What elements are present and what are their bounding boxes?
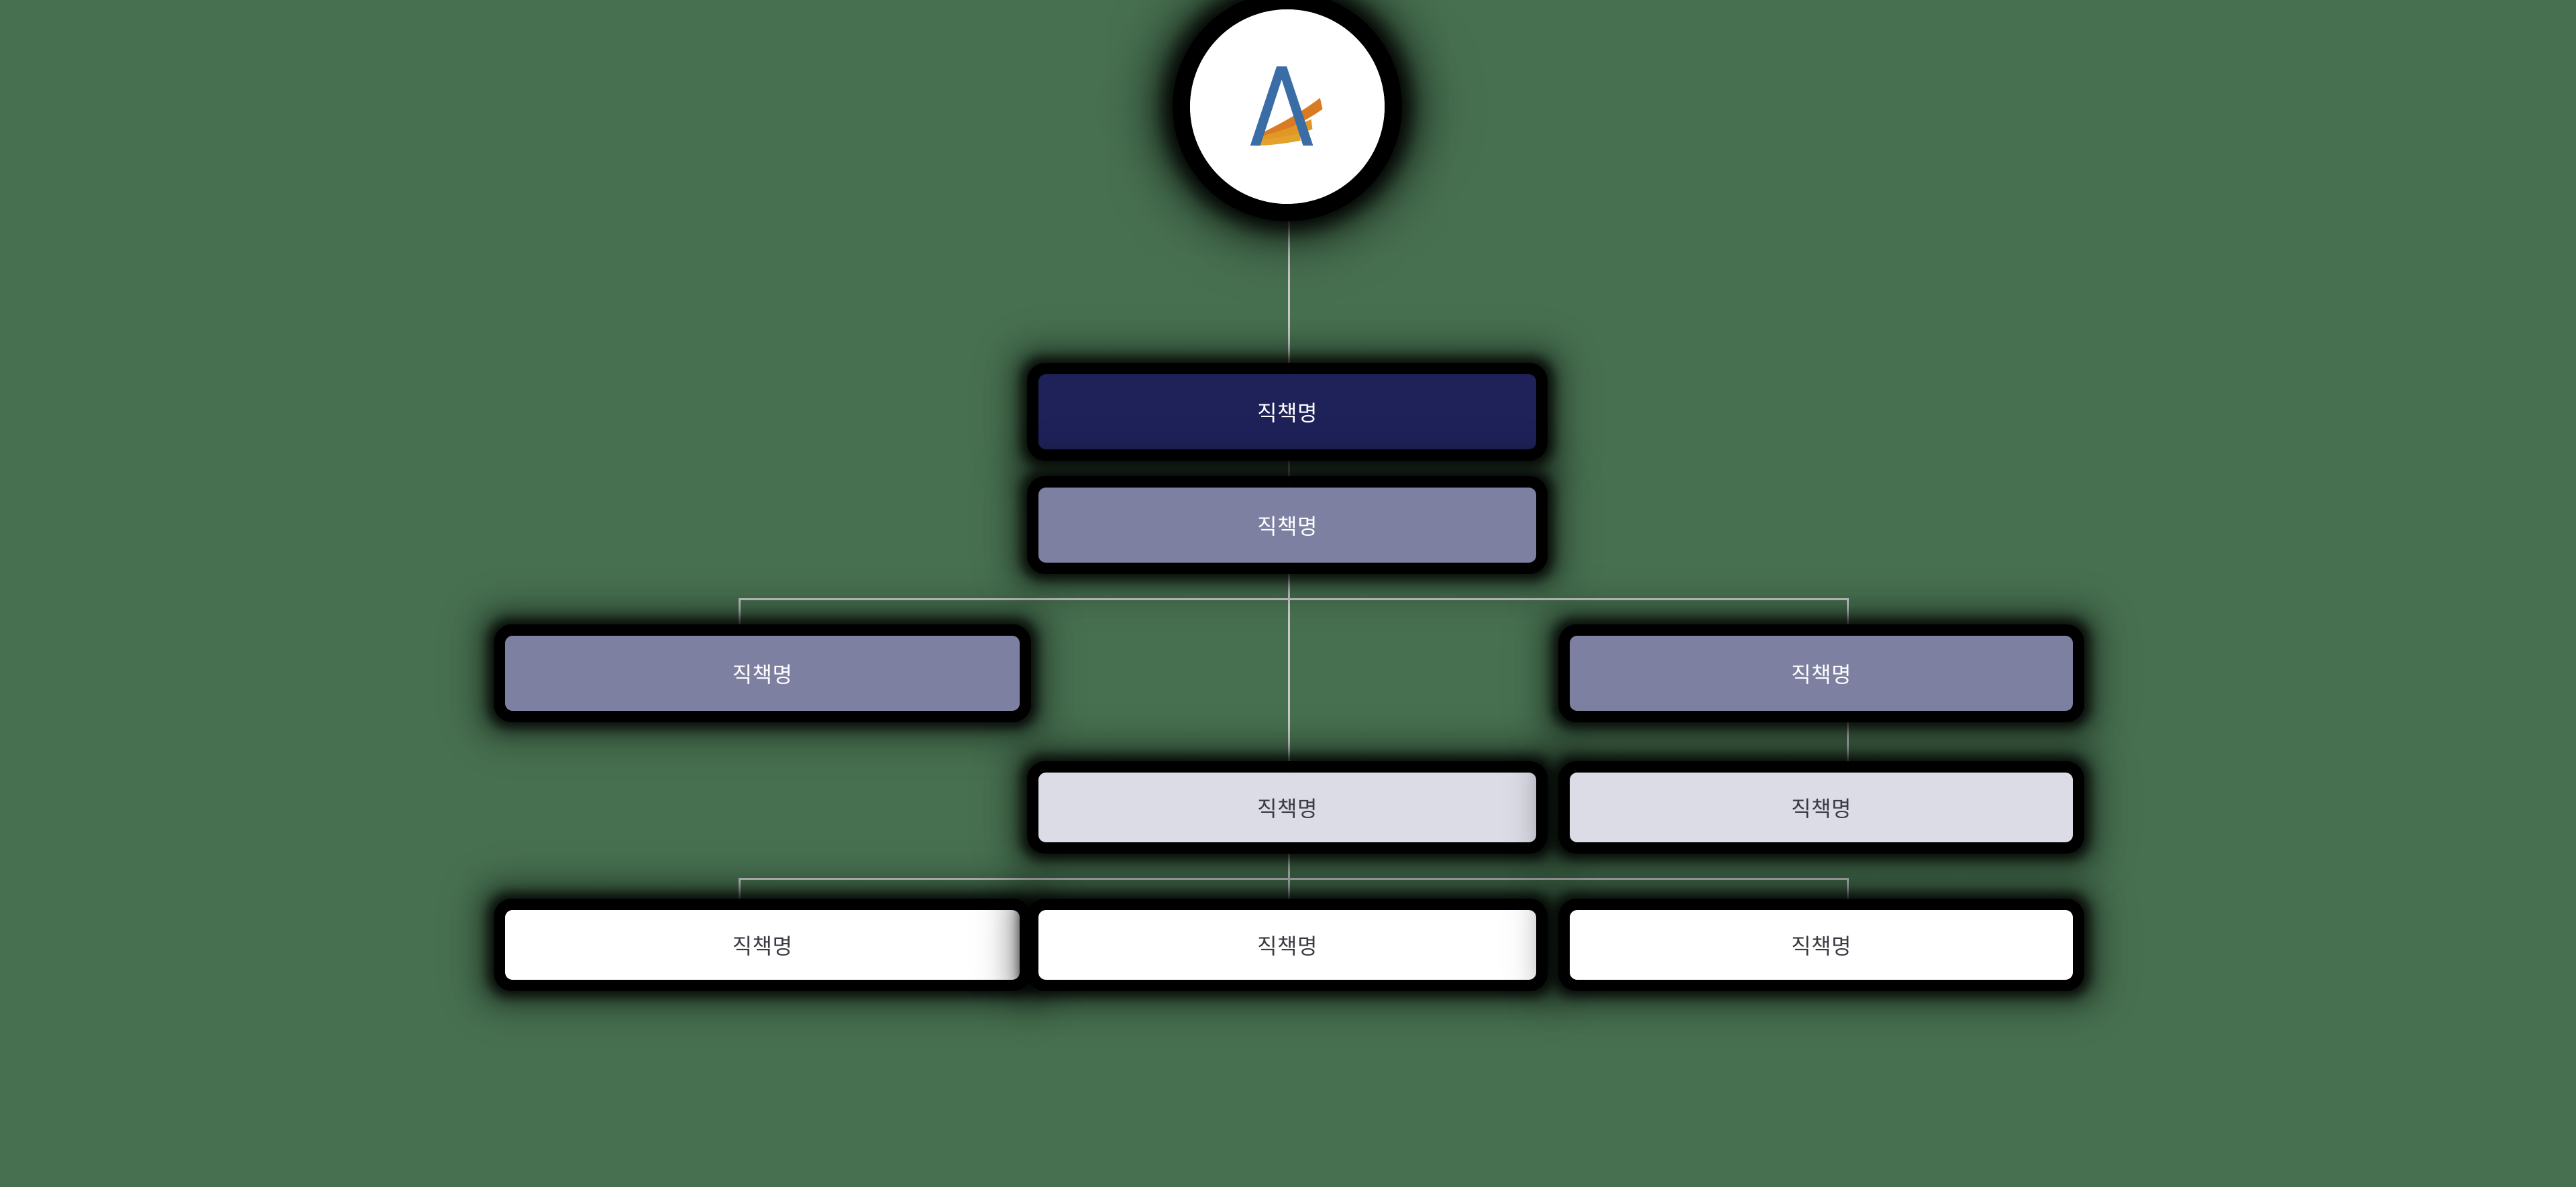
connector-drop-level3-left	[739, 598, 741, 637]
org-node-level3-right[interactable]: 직책명	[1570, 636, 2073, 711]
org-node-level2-center[interactable]: 직책명	[1038, 488, 1536, 563]
org-node-level1-center[interactable]: 직책명	[1038, 374, 1536, 449]
org-node-label: 직책명	[1791, 796, 1851, 822]
company-logo-icon	[1250, 66, 1323, 146]
org-node-level3-left[interactable]: 직책명	[505, 636, 1020, 711]
org-node-label: 직책명	[1257, 400, 1318, 426]
connector-drop-level4-right	[1847, 711, 1849, 773]
connector-drop-level3-right	[1847, 598, 1849, 637]
org-node-label: 직책명	[732, 662, 793, 687]
connector-bus-level5	[739, 878, 1849, 880]
org-node-level4-center[interactable]: 직책명	[1038, 773, 1536, 842]
connector-bus-level3	[739, 598, 1849, 600]
logo-node[interactable]	[1190, 9, 1385, 204]
logo-circle	[1190, 9, 1385, 204]
org-node-level5-left[interactable]: 직책명	[505, 910, 1020, 980]
connector-drop-level5-right	[1847, 878, 1849, 910]
org-node-level4-right[interactable]: 직책명	[1570, 773, 2073, 842]
org-node-label: 직책명	[1257, 796, 1318, 822]
org-node-label: 직책명	[1257, 934, 1318, 959]
connector-drop-level5-left	[739, 878, 741, 910]
org-node-level5-right[interactable]: 직책명	[1570, 910, 2073, 980]
org-node-label: 직책명	[1791, 662, 1851, 687]
org-node-label: 직책명	[1257, 514, 1318, 539]
org-node-label: 직책명	[1791, 934, 1851, 959]
org-node-label: 직책명	[732, 934, 793, 959]
org-node-level5-center[interactable]: 직책명	[1038, 910, 1536, 980]
